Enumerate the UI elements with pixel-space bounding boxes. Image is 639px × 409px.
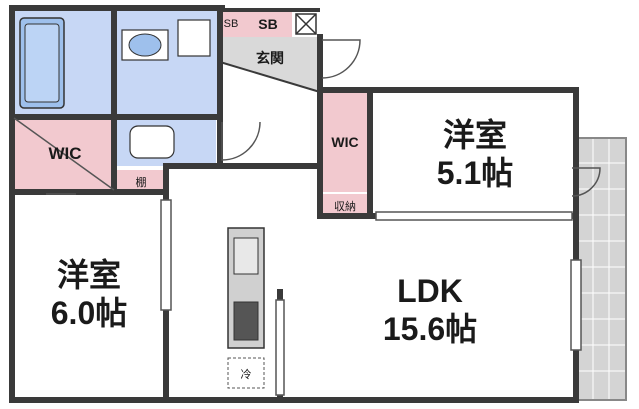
ldk-size: 15.6帖 bbox=[382, 311, 478, 347]
walls bbox=[9, 5, 579, 403]
fridge-space bbox=[227, 357, 265, 389]
kitchen-sink bbox=[233, 237, 259, 275]
western-room-2-size: 6.0帖 bbox=[50, 295, 128, 331]
western-room-1-name: 洋室 bbox=[442, 117, 507, 153]
shelf-label: 棚 bbox=[135, 177, 147, 189]
sb-small-label: SB bbox=[223, 18, 239, 30]
sb-area bbox=[220, 12, 292, 37]
wic-left-diagonal bbox=[13, 117, 115, 191]
meter-box-cross-2 bbox=[295, 13, 317, 35]
toilet bbox=[129, 125, 175, 159]
entrance-label: 玄関 bbox=[256, 50, 284, 66]
storage-area bbox=[320, 194, 370, 216]
washbasin-bowl bbox=[128, 33, 162, 57]
washing-machine bbox=[177, 19, 211, 57]
wic-right-area bbox=[320, 92, 370, 192]
windows bbox=[160, 199, 582, 396]
fridge-label: 冷 bbox=[240, 369, 252, 381]
western-room-1-size: 5.1帖 bbox=[436, 155, 514, 191]
ldk-name: LDK bbox=[397, 273, 463, 309]
entrance-area bbox=[220, 37, 320, 92]
entrance-step-line bbox=[219, 61, 321, 93]
western-room-1-label: 洋室 5.1帖 bbox=[400, 116, 550, 192]
balcony-grid bbox=[576, 138, 626, 400]
wic-right-label: WIC bbox=[331, 134, 359, 150]
western-room-2-name: 洋室 bbox=[56, 257, 121, 293]
bathtub-inner bbox=[24, 23, 60, 103]
wic-left-label: WIC bbox=[48, 144, 82, 163]
balcony bbox=[576, 138, 626, 400]
shelf-area bbox=[116, 170, 166, 192]
sb-large-label: SB bbox=[258, 16, 278, 32]
ldk-label: LDK 15.6帖 bbox=[340, 272, 520, 348]
western-room-2-label: 洋室 6.0帖 bbox=[14, 256, 164, 332]
door-swings bbox=[46, 39, 601, 197]
storage-label: 収納 bbox=[334, 201, 356, 213]
entrance-top-wall bbox=[220, 8, 320, 12]
cooktop bbox=[233, 301, 259, 341]
